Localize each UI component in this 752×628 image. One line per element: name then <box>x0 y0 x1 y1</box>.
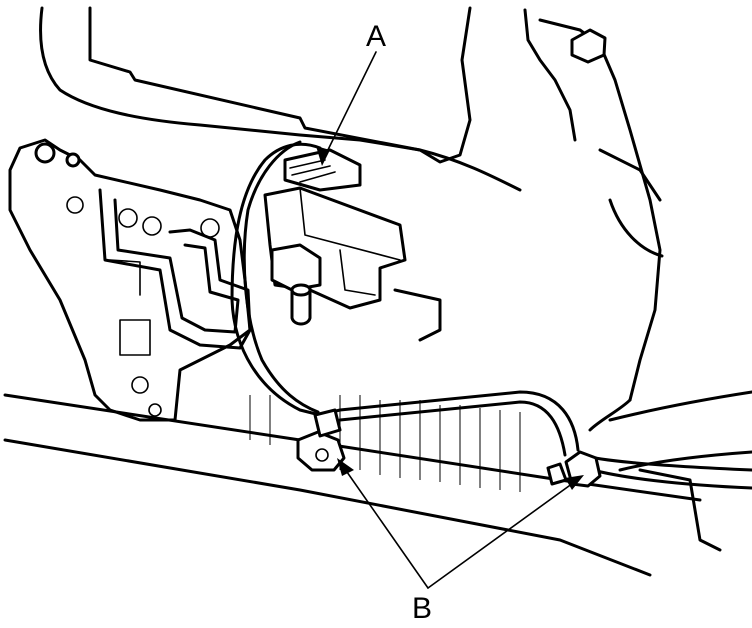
callout-a-label: A <box>366 20 386 53</box>
upper-housing <box>39 6 664 402</box>
bolt-head <box>65 152 81 168</box>
lower-panel <box>3 390 752 577</box>
connector-block <box>263 148 442 342</box>
harness-clip <box>296 408 346 472</box>
bolt-head <box>34 142 56 164</box>
callout-b-label: B <box>412 592 432 625</box>
harness-guide <box>98 188 252 350</box>
leader-lines <box>316 51 584 589</box>
left-bracket <box>8 138 252 422</box>
